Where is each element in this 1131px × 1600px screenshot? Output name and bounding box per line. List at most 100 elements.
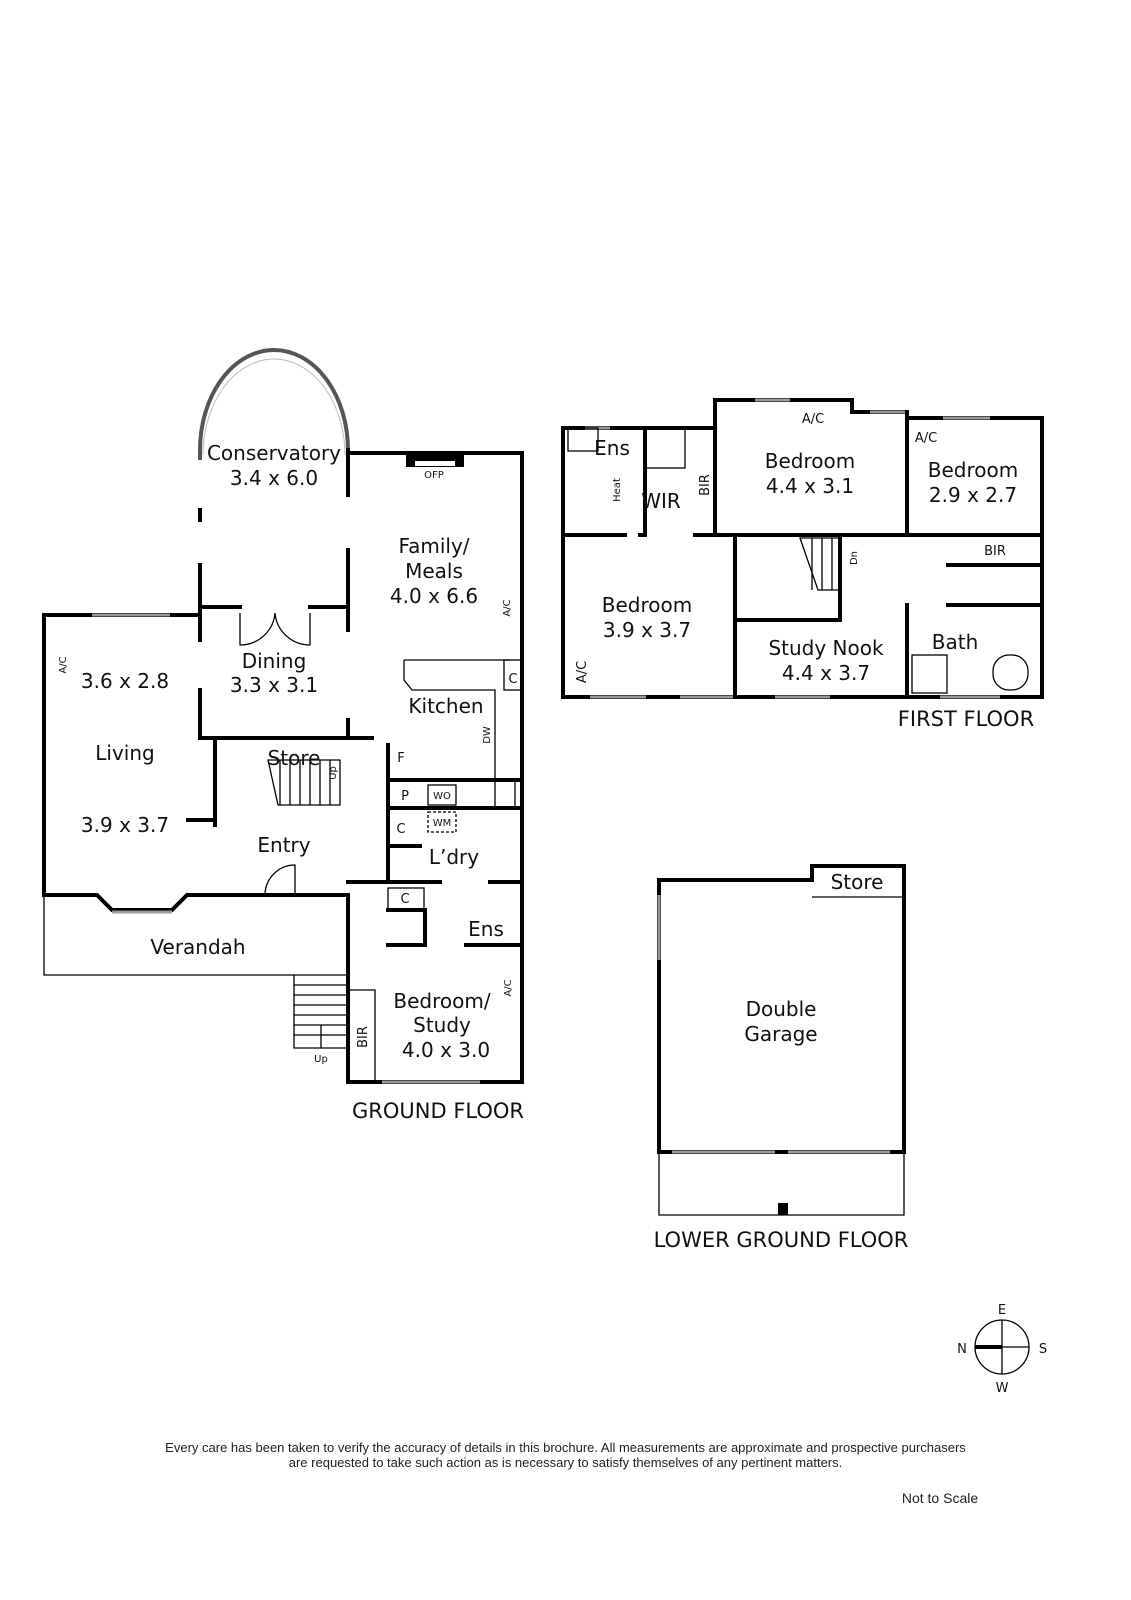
bedroom-study-ac: A/C <box>503 979 514 996</box>
bath-shower <box>911 654 948 694</box>
washing-machine <box>427 811 457 833</box>
family-label-2: Meals <box>405 559 463 583</box>
first-floor-windows <box>585 398 1000 699</box>
wall-oven-label: WO <box>433 791 451 802</box>
verandah-steps-up: Up <box>314 1054 328 1065</box>
bir-closet <box>348 989 376 1082</box>
conservatory-arc <box>198 348 350 460</box>
compass: E N S W <box>957 1303 1047 1396</box>
ff-bir-label-2: BIR <box>984 544 1006 559</box>
compass-north: N <box>957 1342 967 1357</box>
entry-label: Entry <box>257 833 310 857</box>
kitchen-laundry-walls <box>346 743 524 1084</box>
ensuite-c: C <box>400 892 409 907</box>
dishwasher-label: DW <box>482 726 493 744</box>
fridge-label: F <box>397 751 404 766</box>
bedroom-2-ac: A/C <box>915 431 937 446</box>
garage-post <box>778 1203 788 1215</box>
store-stairs-up: Up <box>328 766 339 780</box>
bedroom-3-label: Bedroom <box>602 593 692 617</box>
entry-door <box>264 864 296 896</box>
conservatory-size: 3.4 x 6.0 <box>230 466 318 490</box>
bedroom-1-size: 4.4 x 3.1 <box>766 474 854 498</box>
living-walls <box>42 613 347 912</box>
ground-floor-title: GROUND FLOOR <box>352 1099 524 1123</box>
garage-doors <box>657 895 890 1154</box>
lower-ground-floor-plan <box>657 864 906 1216</box>
bedroom-study-size: 4.0 x 3.0 <box>402 1038 490 1062</box>
garage-label-2: Garage <box>744 1022 817 1046</box>
verandah <box>43 897 348 976</box>
living-size-2: 3.9 x 3.7 <box>81 813 169 837</box>
dining-label: Dining <box>242 649 307 673</box>
ensuite-cupboard <box>387 887 425 911</box>
bedroom-study-label-2: Study <box>413 1013 471 1037</box>
stairs-down: Dn <box>849 551 860 565</box>
living-windows <box>92 613 172 914</box>
kitchen-c: C <box>508 672 517 687</box>
bath-label: Bath <box>932 630 979 654</box>
ensuite-label: Ens <box>468 917 504 941</box>
kitchen-bench <box>403 659 510 781</box>
family-size: 4.0 x 6.6 <box>390 584 478 608</box>
laundry-label: L’dry <box>429 845 479 869</box>
bir-label: BIR <box>356 1026 371 1048</box>
bedroom-2-label: Bedroom <box>928 458 1018 482</box>
ensuite-toilet <box>567 427 599 452</box>
lower-ground-floor-title: LOWER GROUND FLOOR <box>654 1228 909 1252</box>
compass-east: E <box>998 1303 1006 1318</box>
garage-label-1: Double <box>746 997 817 1021</box>
disclaimer-line-2: are requested to take such action as is … <box>288 1455 843 1470</box>
garage-store-label: Store <box>831 870 884 894</box>
washing-machine-label: WM <box>433 818 452 829</box>
bathtub <box>992 654 1029 691</box>
store-stairs <box>267 759 341 806</box>
compass-west: W <box>996 1381 1009 1396</box>
living-ac: A/C <box>58 656 69 673</box>
disclaimer: Every care has been taken to verify the … <box>60 1440 1071 1470</box>
store-label: Store <box>268 746 321 770</box>
bedroom-2-size: 2.9 x 2.7 <box>929 483 1017 507</box>
wall-oven <box>427 784 457 806</box>
family-label-1: Family/ <box>398 534 469 558</box>
conservatory-label: Conservatory <box>207 441 341 465</box>
dining-size: 3.3 x 3.1 <box>230 673 318 697</box>
ff-ensuite-label: Ens <box>594 436 630 460</box>
living-label: Living <box>95 741 154 765</box>
cooktop <box>494 779 516 809</box>
verandah-label: Verandah <box>150 935 245 959</box>
ensuite-shower <box>644 427 686 469</box>
pantry-label: P <box>401 789 409 804</box>
kitchen-cupboard <box>503 659 523 691</box>
first-floor-plan <box>561 398 1044 699</box>
compass-south: S <box>1039 1342 1047 1357</box>
family-ac: A/C <box>502 599 513 616</box>
ofp-label: OFP <box>424 470 444 481</box>
not-to-scale: Not to Scale <box>901 1490 979 1506</box>
verandah-steps <box>293 975 348 1049</box>
conservatory-walls <box>198 448 350 632</box>
ff-bir-label-1: BIR <box>698 474 713 496</box>
first-floor-interior <box>561 398 1044 699</box>
bedroom-3-ac: A/C <box>575 661 590 683</box>
laundry-c: C <box>396 822 405 837</box>
living-size-1: 3.6 x 2.8 <box>81 669 169 693</box>
ground-floor-plan <box>42 348 524 1084</box>
study-nook-size: 4.4 x 3.7 <box>782 661 870 685</box>
study-nook-label: Study Nook <box>768 636 884 660</box>
bedroom-study-label-1: Bedroom/ <box>393 989 490 1013</box>
disclaimer-line-1: Every care has been taken to verify the … <box>165 1440 966 1455</box>
heat-label: Heat <box>612 478 623 502</box>
bedroom-3-size: 3.9 x 3.7 <box>603 618 691 642</box>
dining-store-walls <box>186 618 374 827</box>
first-floor-title: FIRST FLOOR <box>898 707 1034 731</box>
first-floor-stairs <box>799 537 841 591</box>
bedroom-1-label: Bedroom <box>765 449 855 473</box>
conservatory-arc-inner <box>202 358 346 456</box>
wir-label: WIR <box>641 489 681 513</box>
kitchen-label: Kitchen <box>408 694 483 718</box>
conservatory-dining-door <box>239 612 311 646</box>
fireplace-opening <box>415 461 455 466</box>
